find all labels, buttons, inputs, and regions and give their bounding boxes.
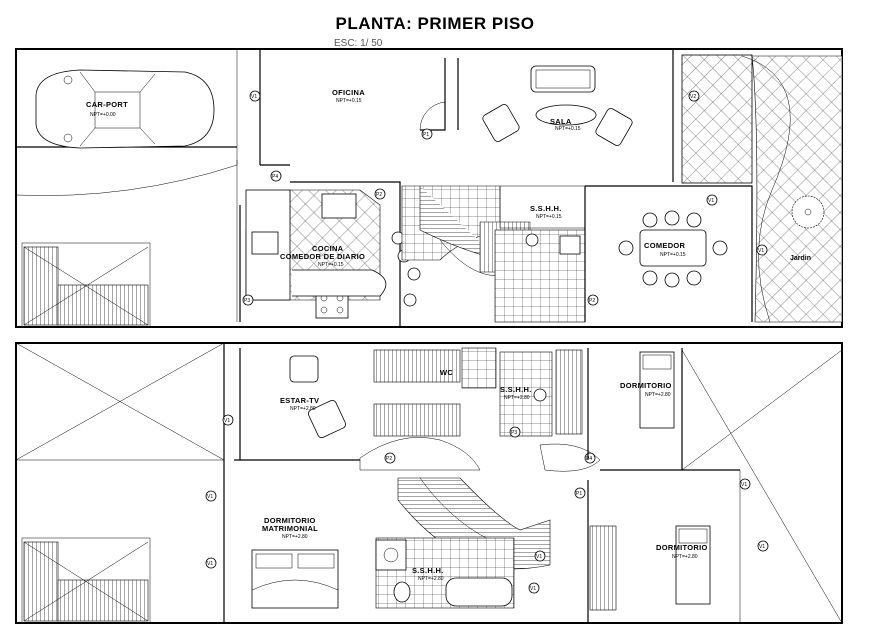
p3-marker-a: P3 [244, 298, 250, 304]
p3-marker-b: P3 [511, 430, 517, 436]
bath-3: S.S.H.H. NPT=+2.80 V1 V1 [375, 537, 546, 609]
sshh2-label: S.S.H.H. [500, 385, 532, 394]
tree-icon [791, 195, 825, 229]
sshh3-label: S.S.H.H. [412, 566, 444, 575]
lower-plan: ESTAR-TV NPT=+2.80 P2 WC S.S.H.H. NPT=+2… [15, 342, 843, 624]
wc-label: WC [440, 368, 453, 377]
stair-left-upper [21, 242, 151, 328]
dorm1-label: DORMITORIO [620, 381, 672, 390]
upper-plan: CAR-PORT NPT=+0.00 OFICINA NPT=+0.15 V1 … [15, 48, 843, 328]
p2-marker-b: P2 [589, 298, 595, 304]
wc-area: WC S.S.H.H. NPT=+2.80 P3 P4 [440, 347, 601, 472]
comedor-label: COMEDOR [644, 241, 686, 250]
dorm2-label: DORMITORIO [656, 543, 708, 552]
carport-label: CAR-PORT [86, 100, 128, 109]
garden-strip: Jardin V2 [681, 54, 843, 323]
toilet-icon [525, 233, 539, 247]
tv-armchair-icon-a [289, 355, 319, 383]
dorm1-level: NPT=+2.80 [645, 392, 671, 398]
bed-icon-b [675, 525, 711, 605]
v1-marker-c: V1 [758, 248, 764, 254]
washbasin-icon-b [375, 539, 407, 571]
comedor-level: NPT=+0.15 [660, 252, 686, 258]
comedor-room: COMEDOR NPT=+0.15 P2 V1 V1 [584, 185, 768, 322]
armchair-icon-a [482, 104, 520, 142]
coffee-table-icon [535, 104, 597, 126]
jardin-label: Jardin [790, 255, 811, 262]
counter-icon [292, 269, 387, 297]
v1-marker-d: V1 [207, 494, 213, 500]
toilet-icon-c [393, 581, 411, 603]
stair-left-lower [21, 537, 151, 624]
sala-room: SALA NPT=+0.15 [457, 49, 674, 182]
estar-level: NPT=+2.80 [290, 406, 316, 412]
p2-marker-c: P2 [386, 456, 392, 462]
comedor-diario-label: COMEDOR DE DIARIO [280, 252, 365, 261]
p1-marker-a: P1 [423, 132, 429, 138]
p2-marker-a: P2 [376, 192, 382, 198]
dorm-mat-label-2: MATRIMONIAL [262, 524, 318, 533]
office-room: OFICINA NPT=+0.15 V1 P1 [249, 49, 446, 166]
cocina-level: NPT=+0.15 [318, 262, 344, 268]
plan-title: PLANTA: PRIMER PISO [335, 14, 535, 33]
sshh2-level: NPT=+2.80 [504, 395, 530, 401]
dorm2-level: NPT=+2.80 [672, 554, 698, 560]
v1-marker-e: V1 [207, 561, 213, 567]
v1-marker-b: V1 [708, 198, 714, 204]
sink-icon [251, 231, 279, 255]
bed-icon-a [639, 351, 675, 429]
v1-marker-f: V1 [224, 418, 230, 424]
dorm-mat-label-1: DORMITORIO [264, 516, 316, 525]
carport-area: CAR-PORT NPT=+0.00 [15, 49, 238, 196]
bathtub-icon [445, 577, 513, 607]
carport-level: NPT=+0.00 [90, 112, 116, 118]
void-left [15, 342, 225, 623]
estar-label: ESTAR-TV [280, 396, 319, 405]
v1-marker-h: V1 [530, 586, 536, 592]
washbasin-icon [559, 235, 581, 255]
sala-label: SALA [550, 117, 572, 126]
dining-table-icon [639, 229, 707, 267]
p4-marker-a: P4 [272, 174, 278, 180]
v1-marker-a: V1 [251, 94, 257, 100]
v1-marker-j: V1 [759, 544, 765, 550]
p4-marker-b: P4 [586, 456, 592, 462]
v1-marker-g: V1 [536, 554, 542, 560]
dormitorio-matrimonial: DORMITORIO MATRIMONIAL NPT=+2.80 V1 V1 V… [205, 414, 360, 609]
oficina-level: NPT=+0.15 [336, 98, 362, 104]
v2-marker-a: V2 [690, 94, 696, 100]
tv-armchair-icon-b [307, 399, 347, 439]
sala-level: NPT=+0.15 [555, 126, 581, 132]
fridge-icon [321, 193, 357, 219]
double-bed-icon [251, 549, 339, 609]
p1-marker-b: P1 [576, 491, 582, 497]
v1-marker-i: V1 [741, 482, 747, 488]
estar-room: ESTAR-TV NPT=+2.80 P2 [239, 348, 481, 471]
kitchen-room: COCINA COMEDOR DE DIARIO NPT=+0.15 P2 P3… [236, 160, 421, 327]
bath-1: S.S.H.H. NPT=+0.15 [494, 185, 586, 323]
scale-label: ESC: 1/ 50 [334, 38, 383, 49]
car-icon [35, 69, 215, 149]
sshh1-level: NPT=+0.15 [536, 214, 562, 220]
toilet-icon-b [533, 388, 547, 402]
dormitorio-1: DORMITORIO NPT=+2.80 [587, 348, 843, 624]
cocina-label: COCINA [312, 244, 344, 253]
sshh1-label: S.S.H.H. [530, 204, 562, 213]
lower-outline [15, 342, 843, 624]
oficina-label: OFICINA [332, 88, 365, 97]
sshh3-level: NPT=+2.80 [418, 576, 444, 582]
armchair-icon-b [595, 108, 633, 146]
dormitorio-2: DORMITORIO NPT=+2.80 V1 V1 P1 [574, 478, 769, 623]
dorm-mat-level: NPT=+2.80 [282, 534, 308, 540]
sofa-icon [530, 65, 596, 93]
